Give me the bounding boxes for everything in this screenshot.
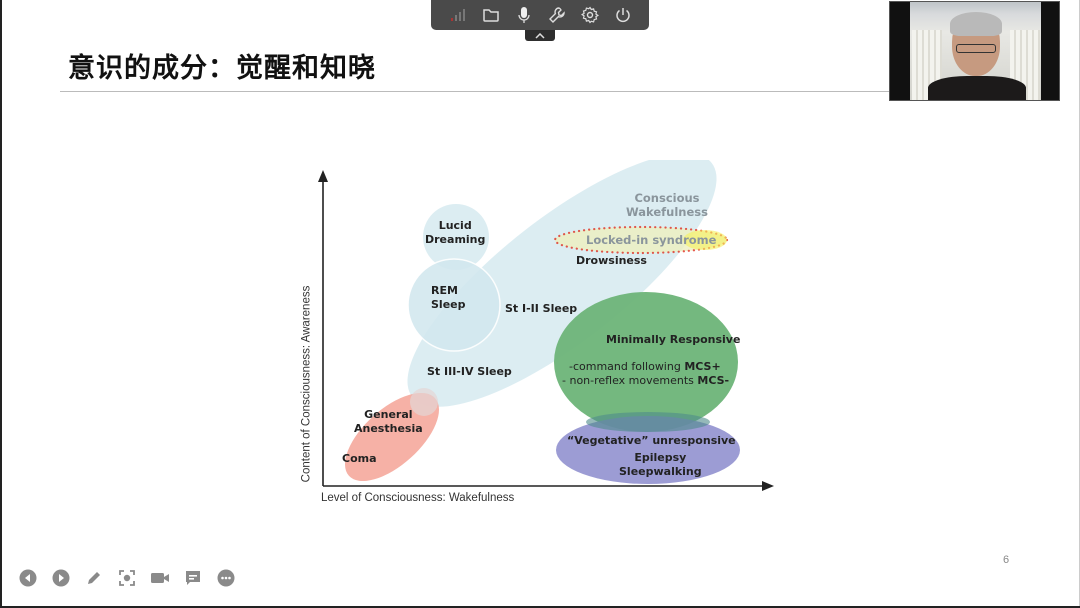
toolbar-collapse-handle[interactable]	[525, 30, 555, 41]
meeting-toolbar	[431, 0, 649, 30]
camera-icon[interactable]	[150, 568, 170, 588]
label-st-iii-iv-sleep: St III-IV Sleep	[427, 365, 512, 378]
power-icon[interactable]	[612, 4, 634, 26]
video-person-glasses	[956, 44, 996, 53]
label-dreaming: Dreaming	[425, 233, 486, 246]
window-frame-bottom	[0, 606, 1080, 608]
signal-icon[interactable]	[447, 4, 469, 26]
label-mcs-plus-line: -command following MCS+	[569, 360, 721, 374]
label-conscious-wakefulness: Conscious Wakefulness	[626, 191, 708, 219]
label-mcs-plus: MCS+	[684, 360, 721, 373]
label-anesthesia: Anesthesia	[354, 422, 423, 435]
label-coma: Coma	[342, 452, 377, 465]
wrench-icon[interactable]	[546, 4, 568, 26]
label-conscious: Conscious	[634, 191, 700, 205]
label-sleepwalking: Sleepwalking	[619, 465, 702, 478]
presentation-toolbar	[18, 568, 236, 588]
label-rem: REM	[431, 284, 458, 297]
label-mcs-minus-line: - non-reflex movements MCS-	[562, 374, 729, 388]
label-st-i-ii-sleep: St I-II Sleep	[505, 302, 578, 315]
label-non-reflex-movements: - non-reflex movements	[562, 374, 698, 387]
presenter-video[interactable]	[889, 1, 1060, 101]
label-locked-in: Locked-in syndrome	[586, 233, 717, 247]
more-icon[interactable]	[216, 568, 236, 588]
microphone-icon[interactable]	[513, 4, 535, 26]
consciousness-diagram: Conscious Wakefulness Locked-in syndrome…	[300, 160, 790, 520]
label-rem-sleep: REM Sleep	[431, 284, 466, 312]
label-general: General	[364, 408, 413, 421]
video-person-body	[928, 76, 1026, 100]
page-number: 6	[1003, 554, 1010, 566]
y-axis-label: Content of Consciousness: Awareness	[300, 285, 313, 483]
diagram-shapes	[318, 160, 774, 491]
title-divider	[60, 91, 890, 92]
label-vegetative: “Vegetative” unresponsive	[567, 434, 736, 447]
next-slide-icon[interactable]	[51, 568, 71, 588]
label-epilepsy-sleepwalking: Epilepsy Sleepwalking	[619, 451, 702, 479]
label-lucid-dreaming: Lucid Dreaming	[425, 219, 485, 247]
chevron-up-icon	[535, 32, 545, 39]
whiteboard-icon[interactable]	[480, 4, 502, 26]
label-epilepsy: Epilepsy	[634, 451, 687, 464]
label-drowsiness: Drowsiness	[576, 254, 647, 267]
chat-icon[interactable]	[183, 568, 203, 588]
label-general-anesthesia: General Anesthesia	[354, 408, 423, 436]
window-frame-left	[0, 0, 2, 608]
label-command-following: -command following	[569, 360, 685, 373]
screenshot-icon[interactable]	[117, 568, 137, 588]
previous-slide-icon[interactable]	[18, 568, 38, 588]
slide-title: 意识的成分：觉醒和知晓	[68, 53, 376, 84]
label-minimally-responsive: Minimally Responsive	[606, 333, 741, 346]
pen-icon[interactable]	[84, 568, 104, 588]
label-mcs-minus: MCS-	[697, 374, 730, 387]
video-person-hair	[950, 12, 1002, 36]
label-wakefulness: Wakefulness	[626, 205, 708, 219]
label-lucid: Lucid	[438, 219, 472, 232]
label-sleep: Sleep	[431, 298, 466, 311]
x-axis-label: Level of Consciousness: Wakefulness	[321, 492, 515, 504]
settings-icon[interactable]	[579, 4, 601, 26]
